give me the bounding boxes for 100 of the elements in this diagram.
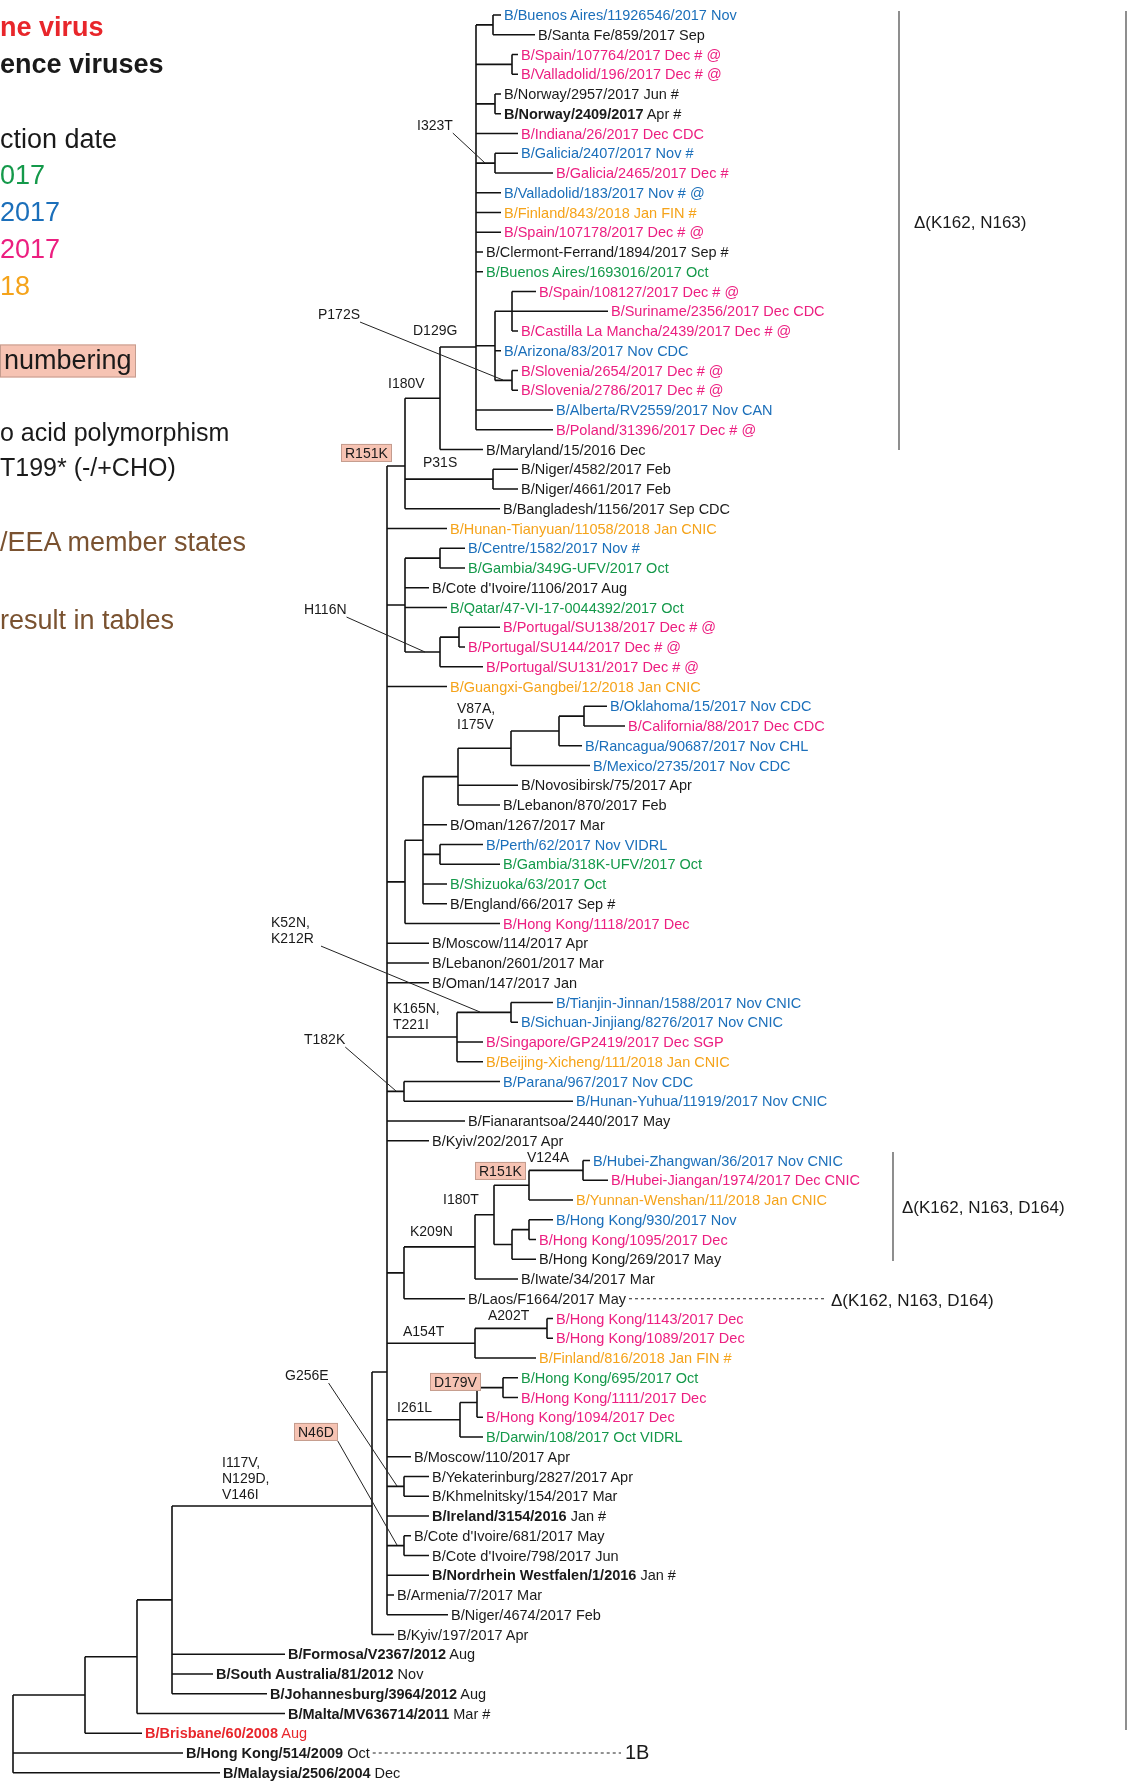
highlighted-mutation-box: R151K	[341, 443, 392, 463]
strain-label: B/Johannesburg/3964/2012 Aug	[270, 1685, 486, 1703]
mutation-label: K165N, T221I	[393, 999, 441, 1033]
strain-label: B/Beijing-Xicheng/111/2018 Jan CNIC	[486, 1053, 730, 1071]
strain-label: B/California/88/2017 Dec CDC	[628, 717, 825, 735]
legend-text: 2017	[0, 197, 61, 229]
strain-label: B/Shizuoka/63/2017 Oct	[450, 875, 607, 893]
strain-label: B/Yekaterinburg/2827/2017 Apr	[432, 1468, 633, 1485]
strain-label: B/Kyiv/197/2017 Apr	[397, 1626, 529, 1643]
strain-label: B/Cote d'Ivoire/681/2017 May	[414, 1527, 605, 1545]
highlighted-mutation-box: R151K	[475, 1161, 526, 1181]
strain-label: B/Hubei-Jiangan/1974/2017 Dec CNIC	[611, 1171, 861, 1189]
mutation-label: I180V	[388, 374, 425, 392]
strain-label: B/Fianarantsoa/2440/2017 May	[468, 1112, 671, 1130]
strain-label: B/Hong Kong/930/2017 Nov	[556, 1211, 737, 1229]
strain-label: B/Centre/1582/2017 Nov #	[468, 539, 640, 557]
strain-label: B/Darwin/108/2017 Oct VIDRL	[486, 1428, 683, 1446]
strain-label: B/Santa Fe/859/2017 Sep	[538, 26, 705, 44]
strain-label: B/Alberta/RV2559/2017 Nov CAN	[556, 401, 773, 419]
strain-label: B/Portugal/SU144/2017 Dec # @	[468, 638, 681, 656]
strain-label: B/Singapore/GP2419/2017 Dec SGP	[486, 1033, 724, 1051]
strain-label: B/Moscow/110/2017 Apr	[414, 1448, 571, 1466]
strain-label: B/Galicia/2465/2017 Dec #	[556, 164, 729, 182]
strain-label: B/Clermont-Ferrand/1894/2017 Sep #	[486, 243, 729, 261]
mutation-label: P172S	[318, 305, 361, 323]
strain-label: B/Qatar/47-VI-17-0044392/2017 Oct	[450, 599, 684, 616]
strain-label: B/Guangxi-Gangbei/12/2018 Jan CNIC	[450, 678, 701, 695]
deletion-annotation: Δ(K162, N163, D164)	[902, 1198, 1065, 1218]
dashed-leader-line	[372, 1752, 622, 1754]
strain-label: B/Slovenia/2654/2017 Dec # @	[521, 362, 724, 379]
legend-text: ence viruses	[0, 49, 164, 81]
leader-line	[344, 1046, 397, 1092]
strain-label: B/Maryland/15/2016 Dec	[486, 441, 646, 458]
strain-label: B/Ireland/3154/2016 Jan #	[432, 1507, 607, 1525]
strain-label: B/Nordrhein Westfalen/1/2016 Jan #	[432, 1566, 676, 1584]
strain-label: B/Indiana/26/2017 Dec CDC	[521, 125, 704, 142]
strain-label: B/Hong Kong/1143/2017 Dec	[556, 1310, 744, 1327]
strain-label: B/Norway/2957/2017 Jun #	[504, 85, 679, 103]
strain-label: B/Formosa/V2367/2012 Aug	[288, 1645, 475, 1663]
strain-label: B/Hong Kong/1118/2017 Dec	[503, 915, 690, 932]
strain-label: B/Poland/31396/2017 Dec # @	[556, 421, 757, 439]
mutation-label: D129G	[413, 321, 458, 339]
mutation-label: I261L	[397, 1398, 433, 1416]
strain-label: B/Portugal/SU131/2017 Dec # @	[486, 658, 699, 676]
strain-label: B/Perth/62/2017 Nov VIDRL	[486, 836, 668, 853]
strain-label: B/Kyiv/202/2017 Apr	[432, 1132, 564, 1150]
strain-label: B/Buenos Aires/11926546/2017 Nov	[504, 6, 737, 24]
strain-label: B/Spain/107764/2017 Dec # @	[521, 46, 722, 63]
mutation-label: I180T	[443, 1190, 479, 1208]
leader-line	[346, 616, 426, 653]
strain-label: B/Iwate/34/2017 Mar	[521, 1270, 655, 1288]
strain-label: B/Yunnan-Wenshan/11/2018 Jan CNIC	[576, 1191, 827, 1209]
strain-label: B/Armenia/7/2017 Mar	[397, 1586, 543, 1604]
strain-label: B/Malta/MV636714/2011 Mar #	[288, 1705, 491, 1722]
strain-label: B/Valladolid/183/2017 Nov # @	[504, 184, 705, 202]
legend-text: T199* (-/+CHO)	[0, 452, 176, 482]
mutation-label: A154T	[403, 1322, 445, 1340]
mutation-label: H116N	[304, 600, 347, 618]
strain-label: B/Moscow/114/2017 Apr	[432, 934, 589, 952]
strain-label: B/Castilla La Mancha/2439/2017 Dec # @	[521, 322, 792, 340]
strain-label: B/Novosibirsk/75/2017 Apr	[521, 776, 692, 794]
strain-label: B/Hong Kong/269/2017 May	[539, 1250, 722, 1268]
strain-label: B/Brisbane/60/2008 Aug	[145, 1724, 308, 1742]
legend-text: result in tables	[0, 605, 175, 637]
strain-label: B/Buenos Aires/1693016/2017 Oct	[486, 263, 709, 281]
leader-line	[337, 1440, 398, 1546]
strain-label: B/Gambia/349G-UFV/2017 Oct	[468, 559, 669, 577]
mutation-label: I117V, N129D, V146I	[222, 1453, 271, 1503]
leader-line	[452, 132, 486, 164]
clade-label: 1B	[625, 1740, 650, 1764]
strain-label: B/Arizona/83/2017 Nov CDC	[504, 342, 689, 360]
legend-text: 2017	[0, 234, 61, 266]
strain-label: B/Suriname/2356/2017 Dec CDC	[611, 302, 825, 320]
legend-text: o acid polymorphism	[0, 417, 230, 447]
strain-label: B/Lebanon/2601/2017 Mar	[432, 954, 604, 972]
strain-label: B/Hong Kong/1111/2017 Dec	[521, 1389, 707, 1406]
mutation-label: K209N	[410, 1222, 453, 1240]
strain-label: B/Hong Kong/1095/2017 Dec	[539, 1231, 728, 1248]
mutation-label: P31S	[423, 453, 458, 471]
strain-label: B/Norway/2409/2017 Apr #	[504, 105, 682, 123]
strain-label: B/Sichuan-Jinjiang/8276/2017 Nov CNIC	[521, 1013, 783, 1031]
strain-label: B/Galicia/2407/2017 Nov #	[521, 144, 694, 162]
mutation-label: A202T	[488, 1306, 530, 1324]
strain-label: B/England/66/2017 Sep #	[450, 895, 616, 913]
strain-label: B/Tianjin-Jinnan/1588/2017 Nov CNIC	[556, 994, 802, 1011]
strain-label: B/Hubei-Zhangwan/36/2017 Nov CNIC	[593, 1152, 843, 1169]
strain-label: B/Malaysia/2506/2004 Dec	[223, 1764, 401, 1782]
strain-label: B/Gambia/318K-UFV/2017 Oct	[503, 855, 703, 873]
legend-text: ne virus	[0, 12, 104, 44]
strain-label: B/Hong Kong/514/2009 Oct	[186, 1744, 370, 1762]
strain-label: B/Cote d'Ivoire/1106/2017 Aug	[432, 579, 628, 597]
strain-label: B/Oman/147/2017 Jan	[432, 974, 578, 992]
mutation-label: K52N, K212R	[271, 913, 321, 947]
strain-label: B/Niger/4674/2017 Feb	[451, 1606, 601, 1624]
strain-label: B/South Australia/81/2012 Nov	[216, 1665, 424, 1683]
strain-label: B/Oklahoma/15/2017 Nov CDC	[610, 697, 812, 715]
strain-label: B/Rancagua/90687/2017 Nov CHL	[585, 737, 809, 755]
leader-line	[328, 1382, 398, 1487]
mutation-label: V87A, I175V	[457, 699, 497, 733]
strain-label: B/Hunan-Yuhua/11919/2017 Nov CNIC	[576, 1092, 828, 1110]
